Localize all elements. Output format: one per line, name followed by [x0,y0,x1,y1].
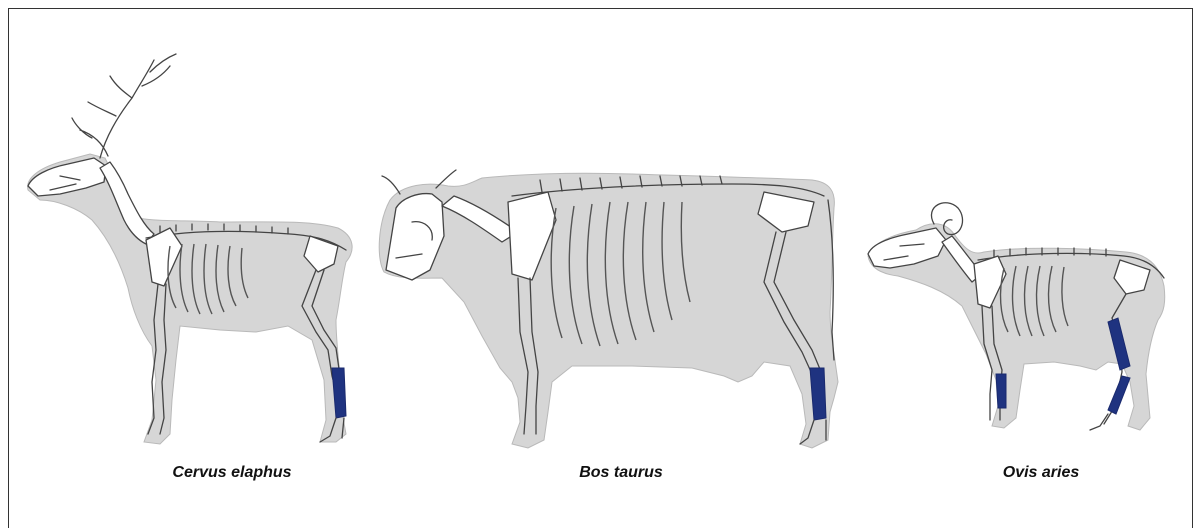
sheep-figure [864,194,1186,439]
sheep-metatarsal-highlight [1108,376,1130,414]
cow-skeleton-illustration [372,162,842,457]
deer-antlers [72,54,176,158]
caption-sheep: Ovis aries [1003,464,1080,482]
deer-skeleton-illustration [20,50,360,460]
caption-cow: Bos taurus [579,464,663,482]
sheep-front-metapodial-highlight [996,374,1006,408]
deer-figure [20,50,360,460]
sheep-skeleton-illustration [864,194,1186,439]
deer-silhouette [28,154,352,444]
cow-figure [372,162,842,457]
caption-deer: Cervus elaphus [172,464,291,482]
